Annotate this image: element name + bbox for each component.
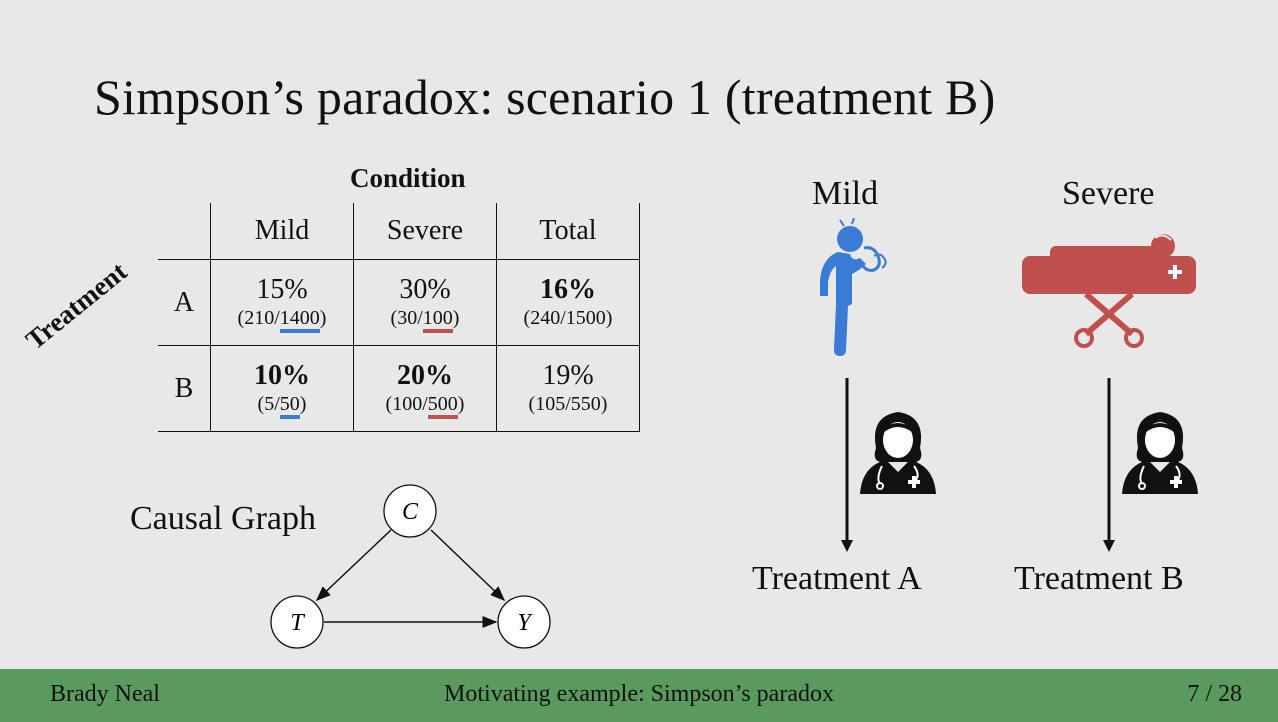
pct-value: 20% [397, 359, 453, 391]
pct-value: 10% [254, 359, 310, 391]
pct-value: 30% [399, 273, 451, 305]
row-label-a: A [158, 259, 211, 346]
coughing-person-icon [820, 218, 887, 356]
col-header-total: Total [496, 203, 640, 260]
col-header-severe: Severe [353, 203, 497, 260]
edge-c-t [315, 529, 392, 602]
fraction: (30/100) [354, 305, 496, 333]
fraction: (240/1500) [523, 306, 613, 329]
doctor-icon [860, 412, 936, 494]
pct-value: 16% [540, 273, 596, 305]
arrow-severe-to-b-icon [1103, 378, 1115, 552]
node-c [383, 484, 437, 538]
treatment-b-label: Treatment B [1014, 560, 1184, 597]
fraction: (105/550) [528, 392, 608, 415]
edge-c-y [430, 529, 506, 602]
causal-graph: C T Y [270, 484, 551, 649]
cell-b-severe: 20% (100/500) [353, 345, 497, 432]
mild-label: Mild [812, 175, 879, 212]
row-label-b: B [158, 345, 211, 432]
node-c-label: C [402, 499, 419, 525]
node-y-label: Y [517, 610, 533, 636]
footer-section: Motivating example: Simpson’s paradox [444, 681, 834, 707]
footer-page-number: 7 / 28 [1187, 681, 1242, 707]
fraction: (210/1400) [211, 305, 353, 333]
cell-a-total: 16% (240/1500) [496, 259, 640, 346]
table-corner [158, 203, 211, 260]
pct-value: 19% [542, 359, 594, 391]
table-row: A 15% (210/1400) 30% (30/100) 16% (240/1… [158, 259, 640, 346]
doctor-icon [1122, 412, 1198, 494]
slide-footer: Brady Neal Motivating example: Simpson’s… [0, 669, 1278, 722]
cell-a-mild: 15% (210/1400) [210, 259, 354, 346]
cell-a-severe: 30% (30/100) [353, 259, 497, 346]
arrow-mild-to-a-icon [841, 378, 853, 552]
col-header-mild: Mild [210, 203, 354, 260]
fraction: (5/50) [211, 391, 353, 419]
node-t-label: T [290, 610, 305, 636]
treatment-header: Treatment [20, 256, 133, 356]
table-row: B 10% (5/50) 20% (100/500) 19% (105/550) [158, 345, 640, 432]
footer-author: Brady Neal [50, 681, 160, 707]
cell-b-mild: 10% (5/50) [210, 345, 354, 432]
contingency-table: Mild Severe Total A 15% (210/1400) 30% (… [158, 203, 640, 432]
node-t [270, 595, 324, 649]
node-y [497, 595, 551, 649]
treatment-a-label: Treatment A [752, 560, 922, 597]
severe-label: Severe [1062, 175, 1155, 212]
slide-title: Simpson’s paradox: scenario 1 (treatment… [94, 69, 996, 125]
cell-b-total: 19% (105/550) [496, 345, 640, 432]
causal-graph-label: Causal Graph [130, 500, 317, 537]
pct-value: 15% [256, 273, 308, 305]
stretcher-icon [1022, 234, 1196, 348]
condition-header: Condition [350, 163, 466, 193]
fraction: (100/500) [354, 391, 496, 419]
